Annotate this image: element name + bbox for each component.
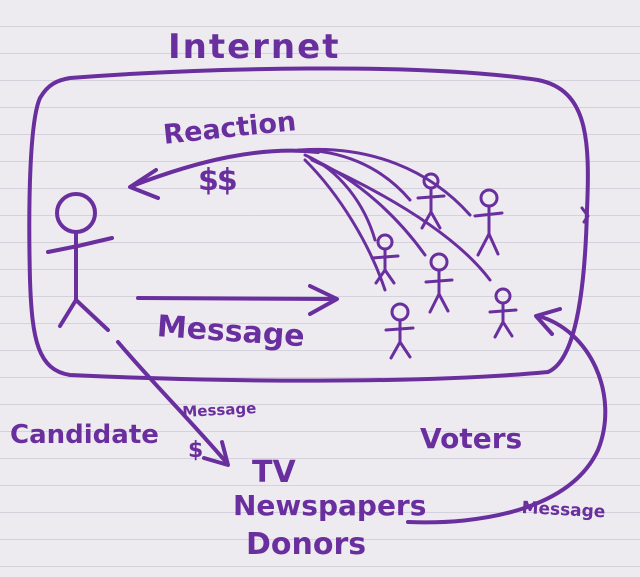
- internet-label: Internet: [168, 27, 341, 67]
- message-arrowhead: [308, 284, 339, 316]
- feedback-arrow: [406, 314, 608, 525]
- feedback-message-label: Message: [521, 498, 606, 523]
- voter-figure: [424, 252, 454, 314]
- donors-label: Donors: [246, 527, 367, 562]
- voter-figure: [488, 287, 518, 339]
- voter-figure: [473, 188, 504, 257]
- newspapers-label: Newspapers: [233, 489, 427, 522]
- money-label: $$: [198, 163, 238, 198]
- media-money-label: $: [188, 438, 204, 463]
- message-arrow: [136, 296, 338, 301]
- candidate-label: Candidate: [10, 420, 159, 450]
- voters-label: Voters: [420, 422, 523, 455]
- candidate-figure: [46, 192, 114, 332]
- voter-figure: [384, 302, 415, 360]
- internet-boundary: [27, 66, 590, 383]
- voter-figure: [416, 172, 446, 230]
- reaction-arrowhead: [128, 168, 160, 200]
- media-message-label: Message: [181, 399, 257, 421]
- voter-figure: [370, 233, 400, 285]
- feedback-arrowhead: [534, 307, 562, 336]
- media-arrowhead: [202, 440, 230, 467]
- boundary-tick: [580, 206, 590, 224]
- reaction-strands: [296, 147, 492, 292]
- tv-label: TV: [252, 455, 296, 490]
- media-arrow: [116, 340, 228, 464]
